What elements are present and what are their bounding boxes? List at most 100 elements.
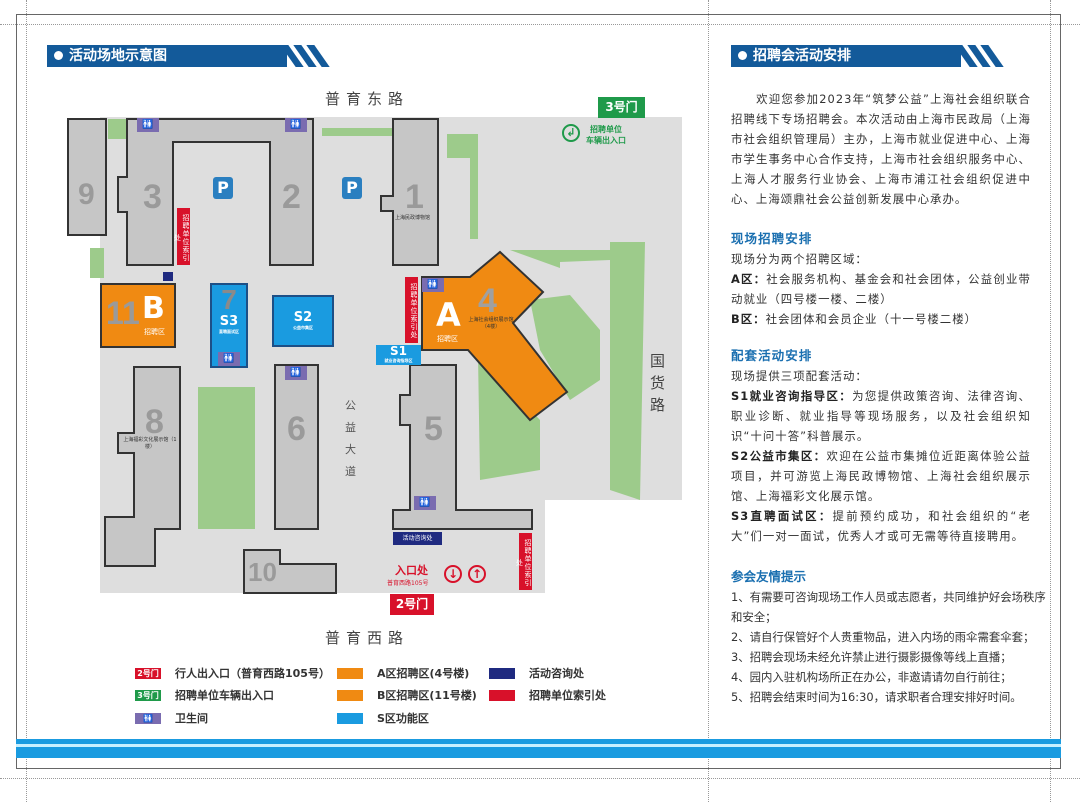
index-sign: 招聘单位索引处 — [174, 208, 190, 265]
green-area — [90, 248, 104, 278]
legend-swatch: 2号门 — [135, 667, 161, 679]
zone-text: 社会服务机构、基金会和社会团体，公益创业带动就业（四号楼一楼、二楼） — [731, 272, 1032, 306]
legend-label: S区功能区 — [377, 712, 429, 725]
entrance-address: 普育西路105号 — [387, 580, 429, 587]
crop-line — [0, 778, 1080, 779]
legend-label: B区招聘区(11号楼) — [377, 689, 477, 702]
map-section-header: 活动场地示意图 — [47, 45, 287, 67]
crop-line — [1050, 0, 1051, 802]
gate-2-badge: 2号门 — [390, 594, 434, 615]
parking-icon: P — [213, 177, 233, 199]
tips-section: 参会友情提示 1、有需要可咨询现场工作人员或志愿者，共同维护好会场秩序和安全； … — [731, 567, 1051, 707]
section-heading: 现场招聘安排 — [731, 231, 813, 246]
activity-text: 提前预约成功，和社会组织的“老大”们一对一面试，优秀人才或可无需等待直接聘用。 — [731, 509, 1032, 543]
bullet-icon — [54, 51, 63, 60]
legend-swatch — [337, 712, 363, 724]
zone-a-letter: A — [436, 296, 461, 334]
road-label-avenue: 公益大道 — [345, 399, 356, 478]
entrance-label: 入口处 — [395, 564, 428, 577]
tip-item: 4、园内入驻机构场所正在办公，非邀请请勿自行前往； — [731, 670, 1012, 684]
legend-item: S区功能区 — [337, 710, 429, 726]
activity-item: S2公益市集区：欢迎在公益市集摊位近距离体验公益项目，并可游览上海民政博物馆、上… — [731, 446, 1031, 506]
zone-text: 社会团体和会员企业（十一号楼二楼） — [765, 312, 978, 326]
activities-section: 配套活动安排 现场提供三项配套活动： S1就业咨询指导区：为您提供政策咨询、法律… — [731, 346, 1031, 546]
legend-swatch — [489, 667, 515, 679]
building-8-caption: 上海福彩文化展示馆（1楼） — [123, 437, 177, 450]
consult-desk-marker — [163, 272, 173, 281]
gate-3-caption-line: 招聘单位 — [590, 125, 622, 134]
restroom-icon: 🚻 — [285, 366, 307, 380]
legend-item: 3号门 招聘单位车辆出入口 — [135, 687, 274, 703]
restroom-icon: 🚻 — [218, 352, 240, 366]
road-label-east: 国货路 — [650, 352, 666, 414]
section-lead: 现场提供三项配套活动： — [731, 369, 868, 383]
activity-key: S2公益市集区： — [731, 449, 827, 463]
restroom-icon: 🚻 — [285, 118, 307, 132]
green-area — [322, 128, 402, 136]
tip-item: 3、招聘会现场未经允许禁止进行摄影摄像等线上直播； — [731, 650, 1012, 664]
building-2-number: 2 — [282, 178, 301, 216]
building-3-number: 3 — [143, 178, 162, 216]
legend-label: 招聘单位车辆出入口 — [175, 689, 274, 702]
crop-line — [26, 0, 27, 802]
building-8-number: 8 — [145, 403, 164, 441]
legend-label: 活动咨询处 — [529, 667, 584, 680]
activity-item: S1就业咨询指导区：为您提供政策咨询、法律咨询、职业诊断、就业指导等现场服务，以… — [731, 386, 1031, 446]
footer-stripe — [16, 744, 1061, 747]
index-sign: 招聘单位索引处 — [516, 533, 532, 590]
building-11-number: 11 — [106, 295, 140, 331]
schedule-section-title: 招聘会活动安排 — [753, 48, 851, 64]
legend-swatch — [337, 689, 363, 701]
zone-s1-label: S1 — [390, 344, 407, 358]
map-section-title: 活动场地示意图 — [69, 48, 167, 64]
consult-desk: 活动咨询处 — [393, 532, 442, 545]
legend-label: 行人出入口（普育西路105号） — [175, 667, 330, 680]
arrow-up-icon: ↑ — [468, 565, 486, 583]
zone-key: A区： — [731, 272, 767, 286]
schedule-section-header: 招聘会活动安排 — [731, 45, 961, 67]
green-area — [108, 119, 126, 139]
bullet-icon — [738, 51, 747, 60]
green-area — [198, 387, 255, 529]
footer-stripe — [16, 739, 1061, 744]
arrow-down-icon: ↓ — [444, 565, 462, 583]
zone-s2-label: S2 — [293, 310, 313, 325]
section-heading: 参会友情提示 — [731, 569, 807, 584]
restroom-icon: 🚻 — [422, 278, 444, 292]
legend-label: 招聘单位索引处 — [529, 689, 606, 702]
restroom-icon: 🚻 — [137, 118, 159, 132]
zone-s3-label: S3 — [219, 314, 239, 329]
recruitment-section: 现场招聘安排 现场分为两个招聘区域： A区：社会服务机构、基金会和社会团体，公益… — [731, 229, 1031, 329]
activity-key: S1就业咨询指导区： — [731, 389, 853, 403]
building-6-number: 6 — [287, 410, 306, 448]
fold-line — [708, 0, 709, 802]
restroom-icon: 🚻 — [414, 496, 436, 510]
zone-b-description: B区：社会团体和会员企业（十一号楼二楼） — [731, 309, 1031, 329]
activity-item: S3直聘面试区：提前预约成功，和社会组织的“老大”们一对一面试，优秀人才或可无需… — [731, 506, 1031, 546]
building-1-number: 1 — [405, 178, 424, 216]
zone-a-description: A区：社会服务机构、基金会和社会团体，公益创业带动就业（四号楼一楼、二楼） — [731, 269, 1031, 309]
activity-text: 为您提供政策咨询、法律咨询、职业诊断、就业指导等现场服务，以及社会组织知识“十问… — [731, 389, 1031, 443]
building-4-number: 4 — [478, 282, 497, 320]
legend-item: 🚻卫生间 — [135, 710, 208, 726]
legend-item: A区招聘区(4号楼) — [337, 665, 469, 681]
zone-s3-caption: 直聘面试区 — [219, 329, 239, 334]
legend-item: B区招聘区(11号楼) — [337, 687, 477, 703]
legend-swatch: 3号门 — [135, 689, 161, 701]
legend-item: 活动咨询处 — [489, 665, 584, 681]
zone-a-caption: 招聘区 — [437, 335, 458, 343]
legend-item: 招聘单位索引处 — [489, 687, 606, 703]
page-frame — [16, 14, 1061, 769]
activity-text: 欢迎在公益市集摊位近距离体验公益项目，并可游览上海民政博物馆、上海社会组织展示馆… — [731, 449, 1032, 503]
building-9-number: 9 — [78, 178, 95, 211]
building-10-number: 10 — [248, 557, 277, 587]
road-label-north: 普育东路 — [325, 90, 410, 108]
section-heading: 配套活动安排 — [731, 348, 813, 363]
tip-item: 5、招聘会结束时间为16:30，请求职者合理安排好时间。 — [731, 690, 1022, 704]
restroom-icon: 🚻 — [135, 712, 161, 724]
building-1-caption: 上海民政博物馆 — [395, 215, 431, 221]
legend-swatch — [337, 667, 363, 679]
parking-icon: P — [342, 177, 362, 199]
